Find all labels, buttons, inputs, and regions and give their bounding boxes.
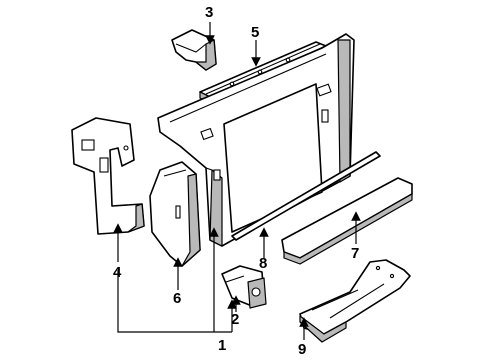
leader-lines <box>113 22 361 340</box>
callout-9: 9 <box>298 341 306 358</box>
part-2-lower-bracket <box>221 265 267 309</box>
part-9-skid-plate <box>299 259 411 343</box>
part-6-baffle <box>149 161 201 267</box>
callout-1: 1 <box>218 337 226 354</box>
part-7-lower-deflector <box>281 177 413 265</box>
callout-8: 8 <box>259 255 267 272</box>
callout-7: 7 <box>351 245 359 262</box>
callout-2: 2 <box>231 311 239 328</box>
callout-6: 6 <box>173 290 181 307</box>
callout-5: 5 <box>251 24 259 41</box>
part-8-seal-strip <box>231 151 381 241</box>
callout-4: 4 <box>113 264 122 281</box>
part-3-bracket <box>171 29 217 71</box>
callout-3: 3 <box>205 4 213 21</box>
part-4-side-bracket <box>71 117 145 235</box>
